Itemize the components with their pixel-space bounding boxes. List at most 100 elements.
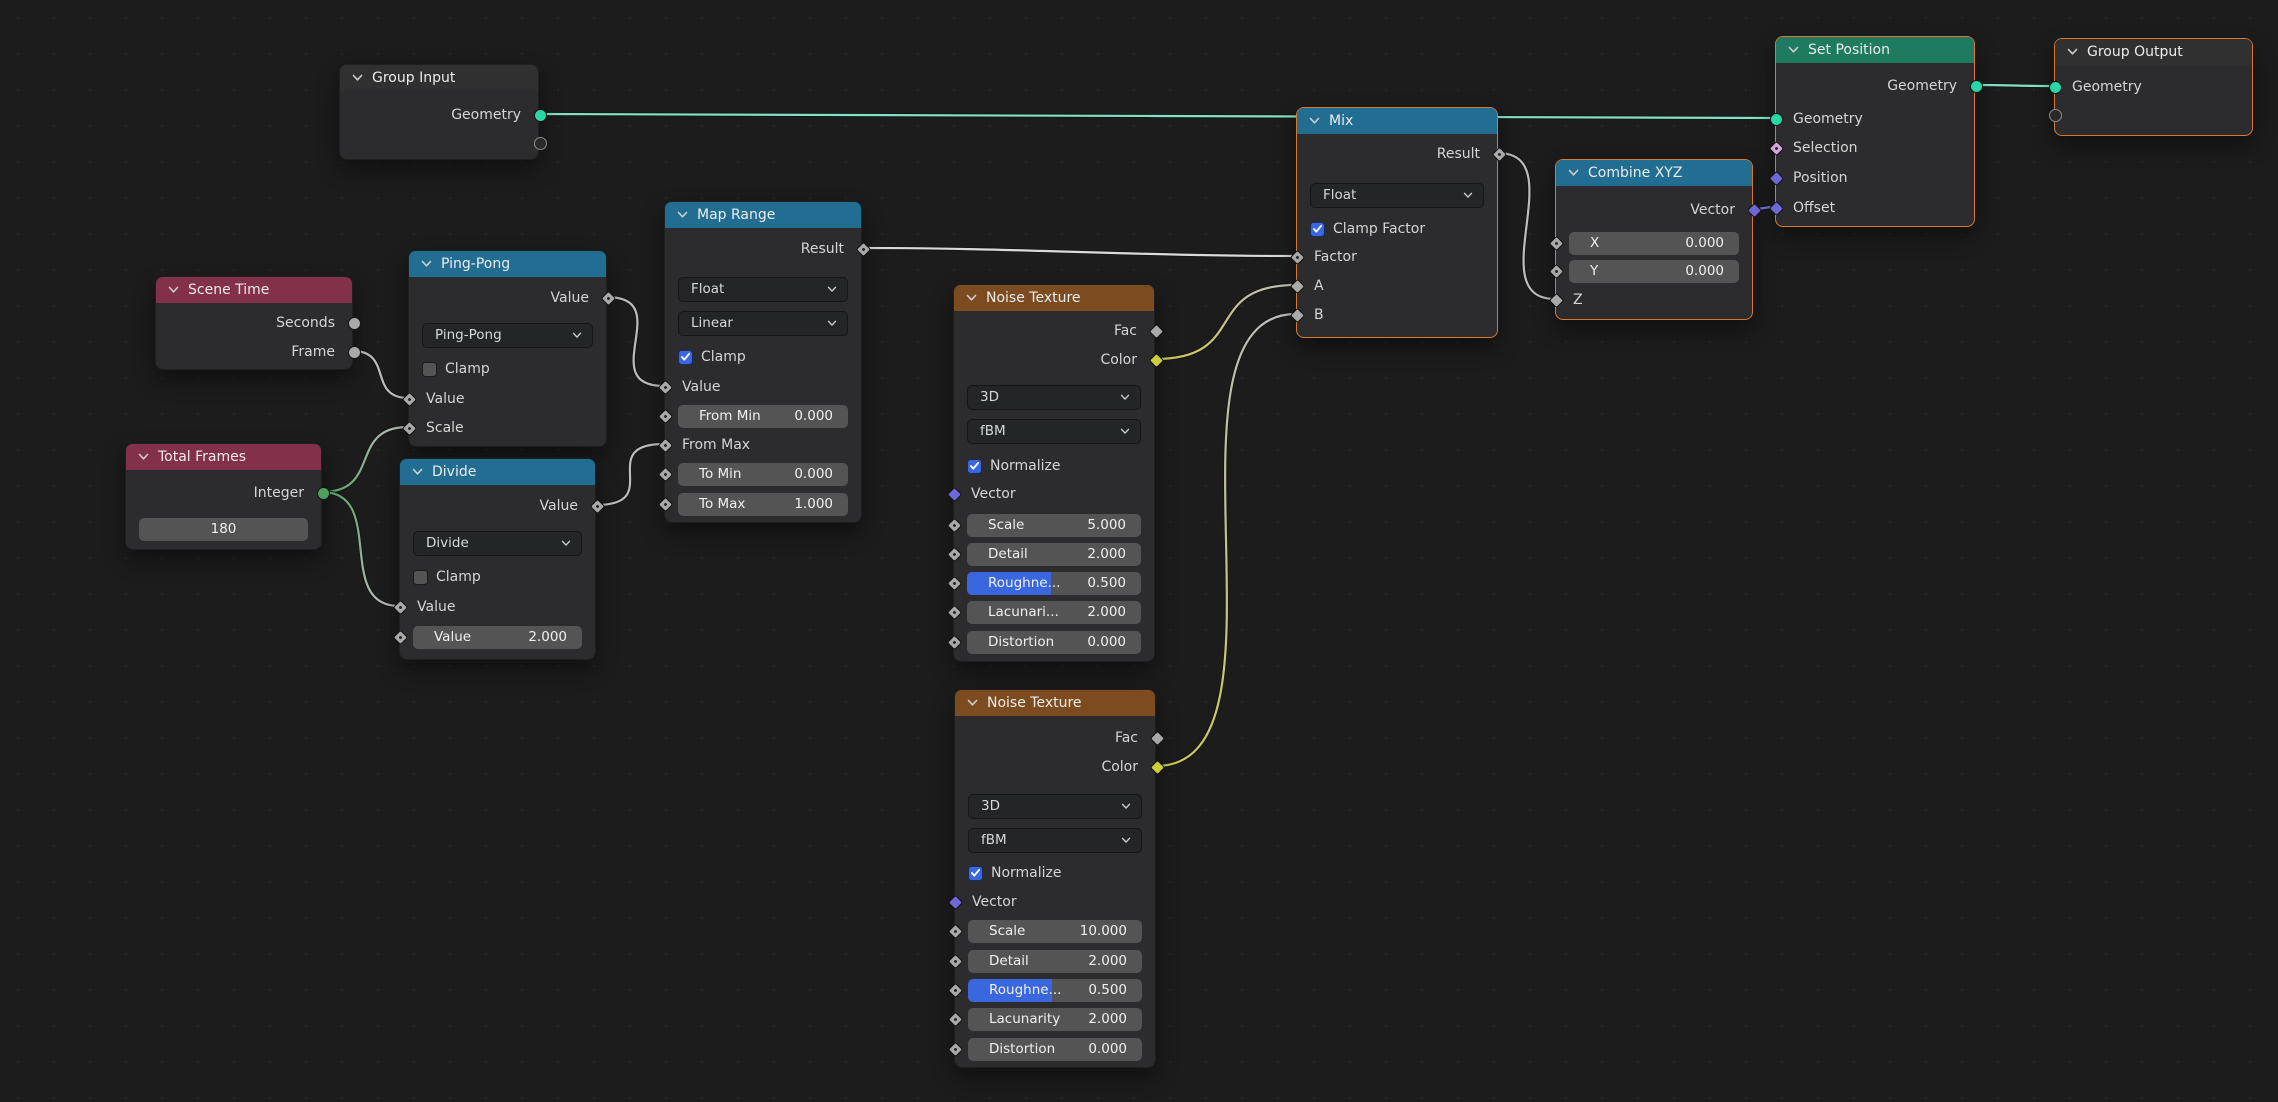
collapse-chevron-icon[interactable] <box>966 294 977 302</box>
node-header[interactable]: Ping-Pong <box>409 251 606 277</box>
dropdown-fbm[interactable]: fBM <box>968 828 1142 853</box>
field-detail[interactable]: Detail2.000 <box>968 950 1142 973</box>
field-to-min[interactable]: To Min0.000 <box>678 463 848 486</box>
collapse-chevron-icon[interactable] <box>1788 46 1799 54</box>
dropdown-value: Float <box>691 281 724 297</box>
checkbox-box[interactable] <box>413 570 428 585</box>
field-lacunari[interactable]: Lacunari...2.000 <box>967 601 1141 624</box>
socket-label: Factor <box>1314 247 1357 267</box>
collapse-chevron-icon[interactable] <box>1309 117 1320 125</box>
socket-geometry-in[interactable] <box>1770 113 1783 126</box>
collapse-chevron-icon[interactable] <box>421 260 432 268</box>
field-lacunarity[interactable]: Lacunarity2.000 <box>968 1008 1142 1031</box>
node-mix[interactable]: MixFloatClamp FactorResultFactorAB <box>1296 107 1498 338</box>
dropdown-float[interactable]: Float <box>678 277 848 302</box>
node-total-frames[interactable]: Total Frames180Integer <box>125 443 322 550</box>
node-header[interactable]: Noise Texture <box>954 285 1154 311</box>
collapse-chevron-icon[interactable] <box>967 699 978 707</box>
checkbox-box[interactable] <box>422 362 437 377</box>
socket-dot <box>952 610 957 615</box>
collapse-chevron-icon[interactable] <box>168 286 179 294</box>
field-x[interactable]: X0.000 <box>1569 232 1739 255</box>
dropdown-fbm[interactable]: fBM <box>967 419 1141 444</box>
field-detail[interactable]: Detail2.000 <box>967 543 1141 566</box>
collapse-chevron-icon[interactable] <box>138 453 149 461</box>
node-set-position[interactable]: Set PositionGeometryGeometrySelectionPos… <box>1775 36 1975 227</box>
node-scene-time[interactable]: Scene TimeSecondsFrame <box>155 276 353 370</box>
socket-geometry-out[interactable] <box>1970 80 1983 93</box>
field-distortion[interactable]: Distortion0.000 <box>967 631 1141 654</box>
socket-seconds-out[interactable] <box>348 317 361 330</box>
checkbox-box[interactable] <box>968 866 983 881</box>
node-header[interactable]: Group Output <box>2055 39 2252 65</box>
dropdown-linear[interactable]: Linear <box>678 311 848 336</box>
socket-label: Z <box>1573 290 1583 310</box>
socket-label: Result <box>801 239 844 259</box>
dropdown-3d[interactable]: 3D <box>968 794 1142 819</box>
socket-dot <box>663 443 668 448</box>
wire <box>1975 85 2054 86</box>
socket-label: Value <box>426 389 464 409</box>
socket-label: Position <box>1793 168 1848 188</box>
checkbox-box[interactable] <box>967 459 982 474</box>
node-header[interactable]: Set Position <box>1776 37 1974 63</box>
socket-label: Value <box>417 597 455 617</box>
node-group-output[interactable]: Group OutputGeometry <box>2054 38 2253 136</box>
node-map-range[interactable]: Map RangeFloatLinearClampFrom Min0.000To… <box>664 201 862 523</box>
checkbox-normalize[interactable]: Normalize <box>967 455 1061 477</box>
field-value: 0.000 <box>794 408 833 424</box>
field-scale[interactable]: Scale5.000 <box>967 514 1141 537</box>
field-value[interactable]: Value2.000 <box>413 626 582 649</box>
socket-virtual-in[interactable] <box>2049 109 2062 122</box>
node-header[interactable]: Combine XYZ <box>1556 160 1752 186</box>
checkbox-box[interactable] <box>678 350 693 365</box>
socket-dot <box>953 1017 958 1022</box>
checkbox-box[interactable] <box>1310 222 1325 237</box>
socket-dot <box>1554 269 1559 274</box>
collapse-chevron-icon[interactable] <box>1568 169 1579 177</box>
node-header[interactable]: Map Range <box>665 202 861 228</box>
socket-integer-out[interactable] <box>317 487 330 500</box>
field-y[interactable]: Y0.000 <box>1569 260 1739 283</box>
collapse-chevron-icon[interactable] <box>412 468 423 476</box>
node-combine-xyz[interactable]: Combine XYZX0.000Y0.000VectorZ <box>1555 159 1753 320</box>
node-title: Group Input <box>372 70 455 86</box>
socket-dot <box>663 502 668 507</box>
collapse-chevron-icon[interactable] <box>352 74 363 82</box>
node-divide[interactable]: DivideDivideClampValue2.000ValueValue <box>399 458 596 660</box>
socket-geometry-in[interactable] <box>2049 81 2062 94</box>
node-ping-pong[interactable]: Ping-PongPing-PongClampValueValueScale <box>408 250 607 447</box>
node-header[interactable]: Divide <box>400 459 595 485</box>
node-header[interactable]: Mix <box>1297 108 1497 134</box>
node-noise-texture-1[interactable]: Noise Texture 3D fBM NormalizeScale5.000Det… <box>953 284 1155 662</box>
checkbox-clamp-factor[interactable]: Clamp Factor <box>1310 218 1425 240</box>
field-to-max[interactable]: To Max1.000 <box>678 493 848 516</box>
dropdown-divide[interactable]: Divide <box>413 531 582 556</box>
node-header[interactable]: Scene Time <box>156 277 352 303</box>
node-header[interactable]: Total Frames <box>126 444 321 470</box>
dropdown-3d[interactable]: 3D <box>967 385 1141 410</box>
node-group-input[interactable]: Group InputGeometry <box>339 64 539 160</box>
dropdown-float[interactable]: Float <box>1310 183 1484 208</box>
field-distortion[interactable]: Distortion0.000 <box>968 1038 1142 1061</box>
checkbox-clamp[interactable]: Clamp <box>413 566 481 588</box>
slider-roughne[interactable]: Roughne...0.500 <box>967 572 1141 595</box>
collapse-chevron-icon[interactable] <box>677 211 688 219</box>
checkbox-clamp[interactable]: Clamp <box>422 358 490 380</box>
field-value: 0.000 <box>1087 634 1126 650</box>
field-from-min[interactable]: From Min0.000 <box>678 405 848 428</box>
collapse-chevron-icon[interactable] <box>2067 48 2078 56</box>
socket-virtual-out[interactable] <box>534 137 547 150</box>
slider-roughne[interactable]: Roughne...0.500 <box>968 979 1142 1002</box>
socket-frame-out[interactable] <box>348 346 361 359</box>
node-header[interactable]: Group Input <box>340 65 538 91</box>
field-180[interactable]: 180 <box>139 518 308 541</box>
field-scale[interactable]: Scale10.000 <box>968 920 1142 943</box>
node-noise-texture-2[interactable]: Noise Texture 3D fBM NormalizeScale10.000De… <box>954 689 1156 1068</box>
socket-geometry-out[interactable] <box>534 109 547 122</box>
node-header[interactable]: Noise Texture <box>955 690 1155 716</box>
checkbox-clamp[interactable]: Clamp <box>678 346 746 368</box>
dropdown-ping-pong[interactable]: Ping-Pong <box>422 323 593 348</box>
checkbox-normalize[interactable]: Normalize <box>968 862 1062 884</box>
